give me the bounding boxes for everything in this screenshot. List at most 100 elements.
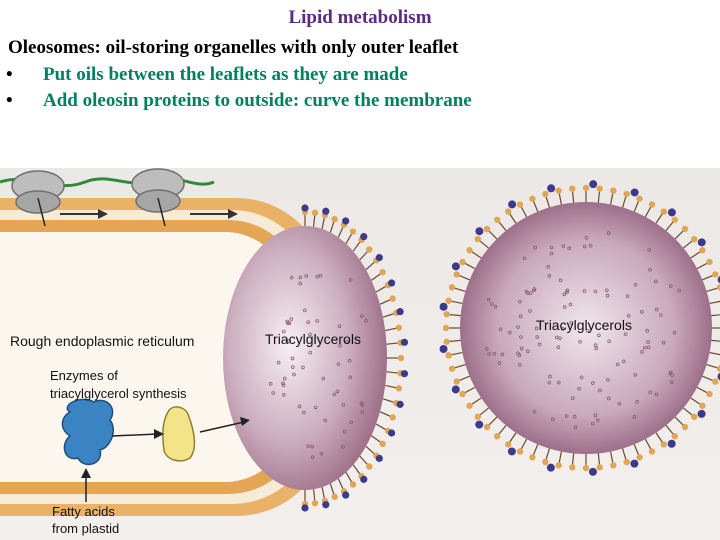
- lipid-tail: [711, 339, 720, 342]
- lipid-head: [716, 365, 720, 372]
- lipid-tail: [655, 432, 664, 444]
- lipid-tail: [385, 327, 398, 332]
- oleosin-protein: [630, 188, 639, 197]
- oil-texture-dot: [308, 350, 313, 355]
- lipid-tail: [508, 212, 517, 224]
- oil-texture-dot: [281, 381, 285, 386]
- lipid-head: [505, 208, 512, 215]
- oil-texture-dot: [569, 320, 573, 325]
- oil-texture-dot: [546, 264, 550, 269]
- oil-texture-dot: [281, 383, 286, 387]
- oil-texture-dot: [565, 290, 569, 295]
- bullet-dot-icon: •: [6, 64, 13, 85]
- lipid-head: [349, 228, 357, 235]
- lipid-tail: [644, 438, 652, 450]
- lipid-tail: [508, 432, 517, 444]
- lipid-tail: [329, 483, 335, 496]
- lipid-head: [516, 448, 524, 455]
- lipid-tail: [365, 445, 376, 455]
- lipid-tail: [345, 472, 353, 484]
- lipid-tail: [464, 262, 476, 270]
- lipid-tail: [329, 220, 335, 233]
- lipid-tail: [345, 232, 353, 244]
- bullet-item: •Put oils between the leaflets as they a…: [6, 64, 472, 90]
- lipid-head: [448, 365, 456, 372]
- lipid-tail: [365, 261, 376, 271]
- oil-texture-dot: [661, 340, 666, 345]
- oil-texture-dot: [593, 413, 598, 418]
- oleosin-protein: [301, 504, 309, 512]
- lipid-tail: [690, 397, 702, 406]
- oleosin-protein: [360, 475, 368, 483]
- synthesis-arrow-icon: [199, 421, 245, 433]
- oil-texture-dot: [549, 245, 554, 250]
- oil-texture-dot: [598, 388, 602, 393]
- oil-texture-dot: [648, 267, 652, 272]
- lipid-tail: [379, 298, 392, 305]
- oil-texture-dot: [291, 365, 295, 369]
- lipid-tail: [644, 206, 652, 218]
- fatty-acid-arrow-icon: [81, 468, 91, 478]
- lipid-tail: [674, 229, 685, 240]
- lipid-head: [555, 462, 562, 469]
- lipid-head: [596, 185, 603, 192]
- oil-texture-dot: [555, 335, 559, 340]
- oil-texture-dot: [519, 346, 524, 351]
- lipid-head: [395, 385, 403, 392]
- lipid-tail: [683, 239, 694, 249]
- lipid-tail: [520, 438, 528, 450]
- oil-texture-dot: [647, 248, 651, 252]
- oleosin-protein: [697, 409, 706, 418]
- lipid-head: [699, 402, 706, 409]
- oil-texture-dot: [360, 403, 365, 407]
- lipid-head: [493, 433, 501, 440]
- oil-texture-dot: [582, 244, 587, 249]
- lipid-head: [459, 390, 466, 398]
- oleosin-protein: [388, 429, 396, 437]
- lipid-head: [453, 271, 460, 278]
- oil-texture-dot: [585, 328, 590, 333]
- lipid-head: [397, 354, 405, 362]
- oil-texture-dot: [519, 314, 523, 319]
- oil-texture-dot: [276, 360, 281, 365]
- lipid-tail: [385, 384, 398, 389]
- lipid-head: [445, 297, 452, 304]
- oil-texture-dot: [271, 391, 276, 395]
- oil-texture-dot: [607, 396, 611, 401]
- oil-texture-dot: [535, 335, 540, 339]
- oleosin-protein: [439, 302, 448, 311]
- lipid-head: [448, 284, 456, 291]
- oil-texture-dot: [286, 321, 290, 326]
- oil-texture-dot: [337, 324, 342, 328]
- oil-texture-dot: [558, 336, 562, 341]
- oil-texture-dot: [290, 356, 295, 361]
- bullet-list: •Put oils between the leaflets as they a…: [6, 64, 472, 116]
- oleosin-protein: [546, 463, 555, 472]
- oil-texture-dot: [547, 274, 552, 278]
- oleosin-protein: [400, 370, 409, 378]
- oil-texture-dot: [605, 293, 610, 298]
- lumen-arrow-icon: [98, 209, 108, 219]
- lipid-head: [623, 458, 630, 466]
- lipid-head: [389, 414, 396, 421]
- lipid-head: [681, 423, 689, 431]
- oil-texture-dot: [490, 302, 494, 306]
- oil-texture-dot: [670, 380, 674, 384]
- oleosin-protein: [451, 262, 460, 271]
- lipid-tail: [450, 300, 463, 305]
- lipid-tail: [520, 206, 528, 218]
- lipid-head: [529, 454, 536, 461]
- oil-texture-dot: [348, 278, 353, 282]
- lipid-tail: [709, 351, 720, 356]
- oleosin-protein: [697, 238, 706, 247]
- oleosin-protein: [451, 385, 460, 394]
- oil-texture-dot: [341, 445, 345, 449]
- lipid-tail: [312, 489, 316, 502]
- lipid-head: [706, 390, 713, 398]
- oil-texture-dot: [640, 350, 644, 354]
- oil-texture-dot: [298, 281, 302, 286]
- oil-texture-dot: [648, 390, 652, 395]
- oleosin-protein: [507, 447, 516, 456]
- lipid-head: [453, 378, 460, 385]
- lipid-head: [712, 271, 719, 278]
